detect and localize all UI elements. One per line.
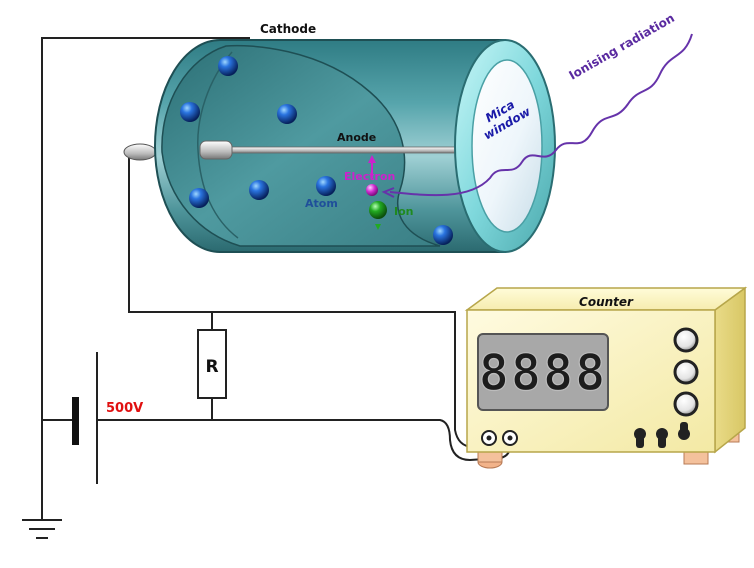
ground-symbol-icon: [22, 519, 62, 539]
atom: [316, 176, 336, 196]
counter-label: Counter: [579, 295, 634, 309]
knob-3-icon[interactable]: [673, 391, 699, 417]
ion-label: Ion: [394, 205, 413, 218]
atom: [433, 225, 453, 245]
atom-label: Atom: [305, 197, 338, 210]
atom: [180, 102, 200, 122]
cathode-wire: [41, 37, 250, 520]
ion-arrow: [375, 224, 381, 230]
counter-display: [477, 333, 609, 411]
atom: [277, 104, 297, 124]
anode-label: Anode: [337, 131, 376, 144]
switch-3-icon[interactable]: [678, 422, 690, 440]
counter-foot: [683, 451, 709, 465]
resistor-icon: [197, 329, 227, 399]
knob-1-icon[interactable]: [673, 327, 699, 353]
positive-wire: [98, 419, 512, 462]
voltage-label: 500V: [106, 401, 143, 416]
geiger-tube: [123, 33, 693, 253]
counter-display-digits: 8888: [479, 344, 607, 402]
atom: [218, 56, 238, 76]
atom: [249, 180, 269, 200]
atom: [189, 188, 209, 208]
knob-2-icon[interactable]: [673, 359, 699, 385]
switch-2-icon[interactable]: [656, 428, 668, 448]
tube-cutaway: [161, 44, 441, 247]
battery-cell-icon: [72, 352, 98, 484]
electron-particle: [366, 184, 378, 196]
ion-particle: [369, 201, 387, 219]
mica-window: [471, 59, 543, 233]
switch-1-icon[interactable]: [634, 428, 646, 448]
resistor-label: R: [205, 357, 218, 377]
counter-device: 8888 Counter: [464, 286, 748, 469]
cathode-label: Cathode: [260, 22, 316, 36]
anode-holder: [199, 140, 233, 160]
socket-1-icon[interactable]: [481, 430, 497, 446]
electron-label: Electron: [344, 170, 395, 183]
socket-2-icon[interactable]: [502, 430, 518, 446]
ionising-radiation-path: [389, 33, 693, 197]
atoms: [180, 56, 453, 245]
anode-terminal: [123, 143, 157, 161]
